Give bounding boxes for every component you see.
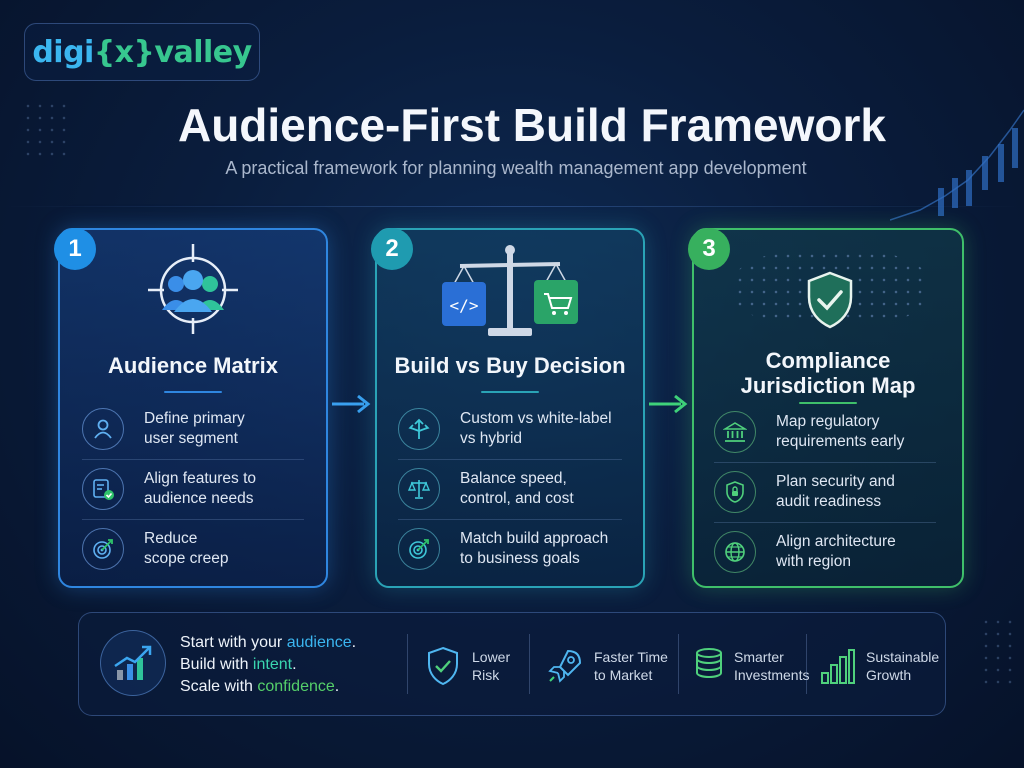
step-badge-2: 2: [371, 228, 413, 270]
rocket-icon: [548, 649, 582, 683]
item-text: Balance speed,control, and cost: [460, 470, 574, 507]
item-divider: [714, 522, 936, 523]
flow-arrow-icon: [649, 394, 688, 414]
flow-arrow-icon: [332, 394, 371, 414]
step-badge-3: 3: [688, 228, 730, 270]
tagline-line-3: Scale with confidence.: [180, 678, 340, 695]
dot-grid-decoration: [980, 616, 1016, 686]
stock-chart-decoration: [890, 109, 1024, 221]
bar-divider: [806, 634, 807, 694]
split-arrows-icon: [398, 408, 440, 450]
item-divider: [398, 459, 622, 460]
item-divider: [398, 519, 622, 520]
bar-divider: [529, 634, 530, 694]
card-underline: [481, 391, 539, 393]
item-divider: [82, 519, 304, 520]
card2-item-2: Balance speed,control, and cost: [398, 460, 622, 518]
divider-line: [0, 206, 1024, 207]
page-subtitle: A practical framework for planning wealt…: [225, 158, 807, 178]
item-divider: [714, 462, 936, 463]
page-title: Audience-First Build Framework: [177, 99, 886, 151]
tagline: Start with your audience. Build with int…: [180, 632, 400, 698]
coins-icon: [696, 648, 722, 679]
checklist-icon: [82, 468, 124, 510]
bar-growth-icon: [821, 649, 855, 684]
card-title-2: Build vs Buy Decision: [394, 353, 626, 378]
user-icon: [82, 408, 124, 450]
card-underline: [799, 402, 857, 404]
brand-part-3: valley: [154, 34, 252, 70]
scale-icon: [398, 468, 440, 510]
card-underline: [164, 391, 222, 393]
target-icon: [398, 528, 440, 570]
tagline-line-2: Build with intent.: [180, 656, 297, 673]
growth-chart-icon: [100, 630, 166, 696]
target-icon: [82, 528, 124, 570]
bar-divider: [407, 634, 408, 694]
shield-check-icon: [807, 271, 853, 329]
shield-check-icon: [428, 646, 458, 686]
dot-grid-decoration: [22, 100, 70, 160]
balance-scale-icon: </>: [442, 245, 578, 336]
bar-divider: [678, 634, 679, 694]
brand-part-2: {x}: [93, 34, 155, 70]
benefits-bar: [78, 612, 946, 716]
brand-logo: digi{x}valley: [24, 23, 260, 81]
brand-part-1: digi: [32, 34, 94, 70]
globe-icon: [714, 531, 756, 573]
item-divider: [82, 459, 304, 460]
audience-target-icon: [148, 244, 238, 334]
bank-icon: [714, 411, 756, 453]
svg-text:</>: </>: [450, 296, 479, 315]
step-badge-1: 1: [54, 228, 96, 270]
lock-shield-icon: [714, 471, 756, 513]
card-title-1: Audience Matrix: [108, 353, 278, 378]
tagline-line-1: Start with your audience.: [180, 634, 357, 651]
